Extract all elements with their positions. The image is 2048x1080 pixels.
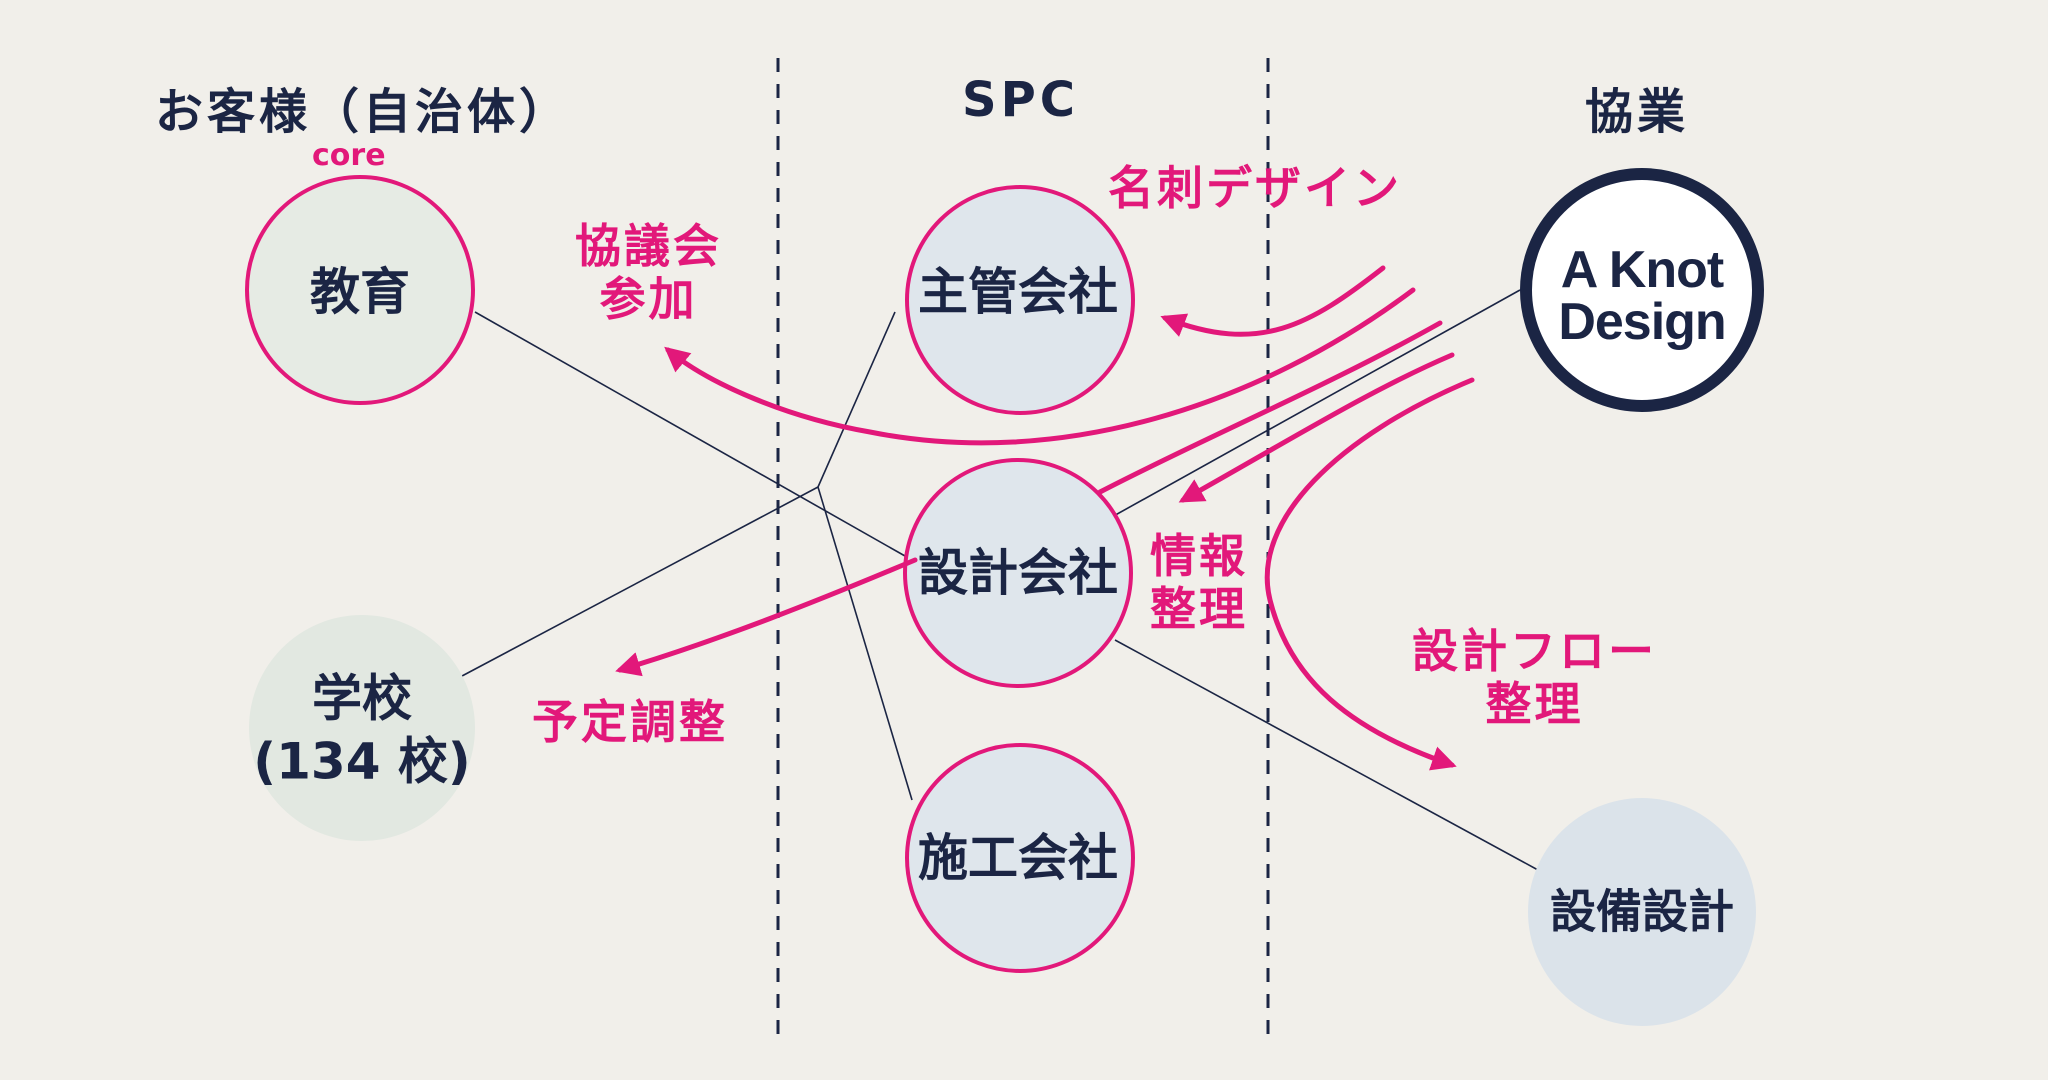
flow-arrows <box>615 265 1475 771</box>
column-header-partner: 協業 <box>1585 84 1690 140</box>
a-knot-line2: Design <box>1558 293 1726 351</box>
node-equipment-design <box>1528 798 1756 1026</box>
education-label: 教育 <box>310 262 410 321</box>
arrow-design-top <box>1097 320 1443 495</box>
node-main-company <box>905 185 1135 415</box>
node-design-company <box>903 458 1133 688</box>
arrow-schedule <box>615 557 918 677</box>
business-card-annotation: 名刺デザイン <box>1108 161 1402 215</box>
arrow-info <box>1178 352 1455 503</box>
info-line1: 情報 <box>1150 529 1248 583</box>
column-header-spc: SPC <box>962 72 1079 128</box>
arrow-business-card <box>1160 265 1386 337</box>
node-a-knot-design <box>1520 168 1764 412</box>
column-header-client: お客様（自治体） <box>155 84 572 140</box>
line-education-design <box>474 311 906 557</box>
info-annotation: 情報 整理 <box>1150 530 1248 636</box>
arrow-council <box>664 287 1416 446</box>
connection-lines <box>461 289 1539 871</box>
construction-company-label: 施工会社 <box>918 828 1118 887</box>
a-knot-design-logo: A Knot Design <box>1558 241 1726 351</box>
core-label: core <box>312 138 386 173</box>
flow-line1: 設計フロー <box>1412 624 1657 678</box>
line-hub-construction <box>817 486 913 801</box>
equipment-design-label: 設備設計 <box>1550 884 1734 939</box>
line-design-equipment <box>1114 639 1539 871</box>
flow-line2: 整理 <box>1485 676 1584 731</box>
school-label-line2: (134 校) <box>253 732 471 790</box>
council-line2: 参加 <box>599 271 698 326</box>
council-annotation: 協議会 参加 <box>575 220 722 326</box>
line-hub-main <box>817 311 896 488</box>
council-line1: 協議会 <box>575 219 722 273</box>
node-construction-company <box>905 743 1135 973</box>
node-school <box>249 615 475 841</box>
arrow-flow <box>1264 377 1475 771</box>
flow-annotation: 設計フロー 整理 <box>1412 625 1657 731</box>
node-education <box>245 175 475 405</box>
school-label-line1: 学校 <box>311 669 412 728</box>
main-company-label: 主管会社 <box>918 262 1118 321</box>
line-school-hub <box>461 486 819 677</box>
line-aknot-design <box>1109 289 1521 519</box>
a-knot-line1: A Knot <box>1560 241 1724 299</box>
info-line2: 整理 <box>1150 581 1248 636</box>
school-label: 学校 (134 校) <box>253 668 470 793</box>
schedule-annotation: 予定調整 <box>532 695 728 749</box>
design-company-label: 設計会社 <box>918 543 1118 602</box>
